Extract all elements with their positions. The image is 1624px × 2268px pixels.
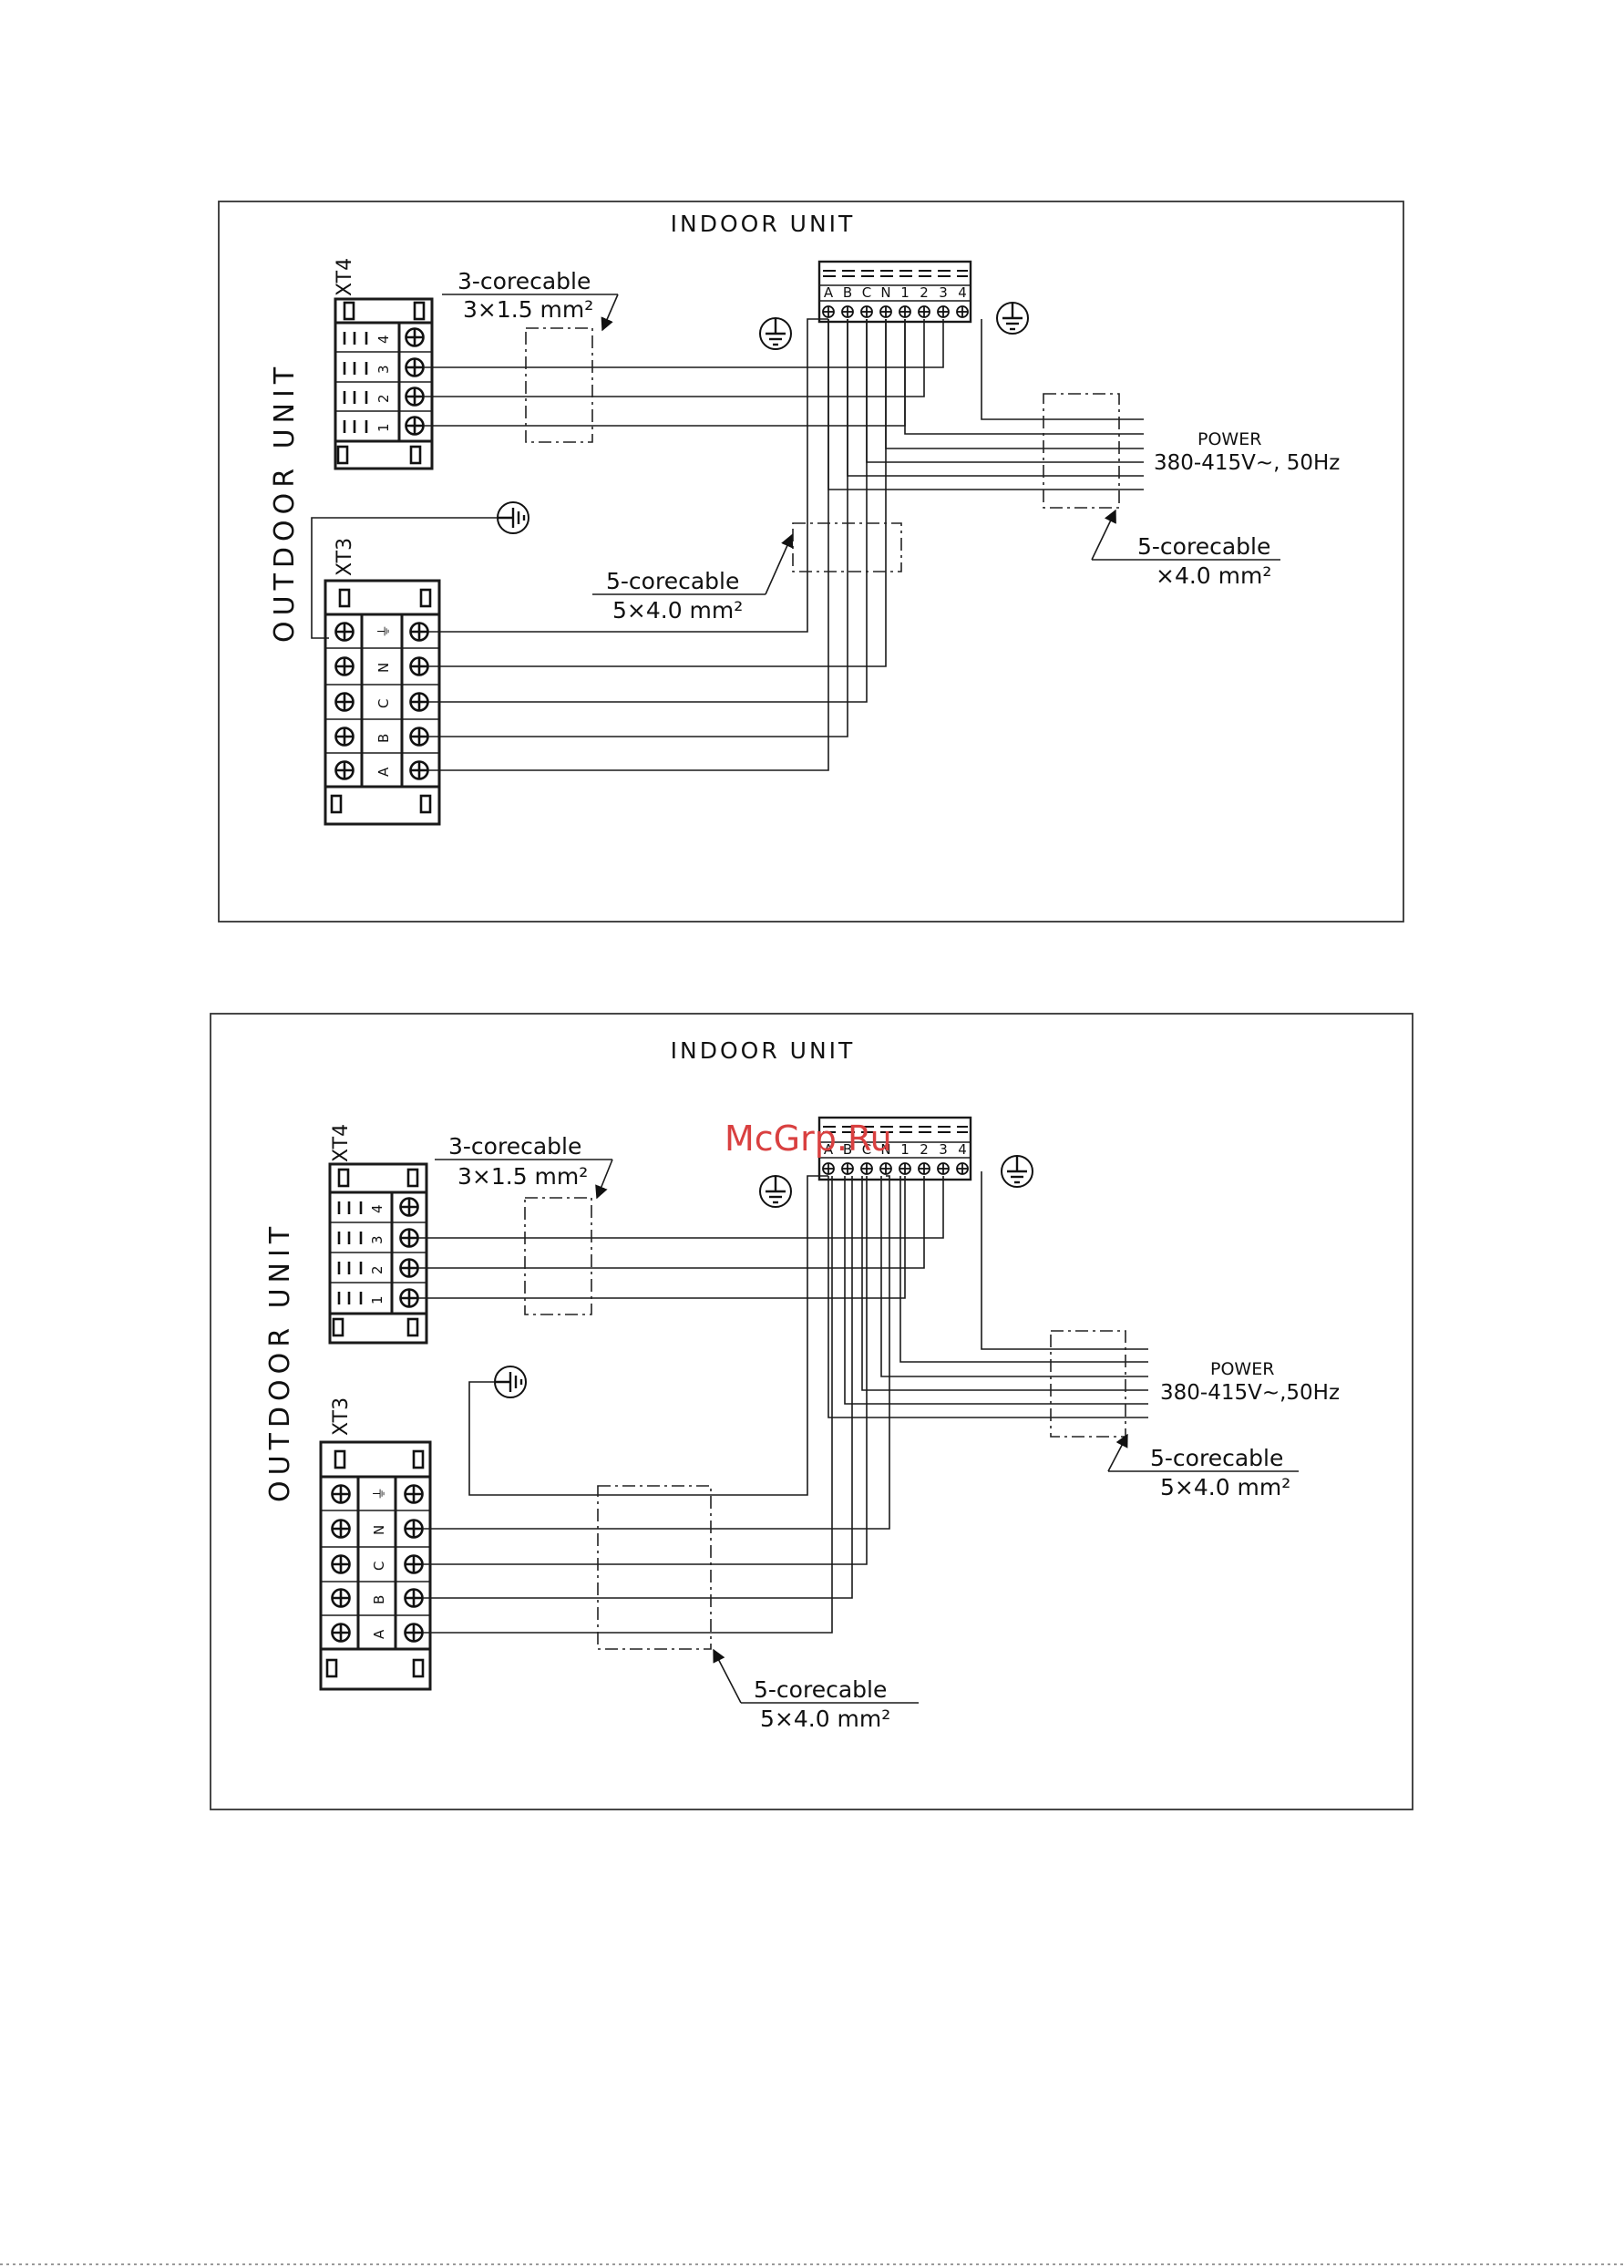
diagram-2-frame — [210, 1013, 1413, 1810]
xt3-terminal-n: N — [375, 663, 392, 673]
diagram-1-frame — [218, 201, 1404, 923]
indoor-terminal-b: B — [843, 284, 852, 301]
power-label: POWER — [1210, 1359, 1274, 1379]
diagram-1: INDOOR UNIT OUTDOOR UNIT XT4 4 — [218, 201, 1404, 923]
power-spec: 380-415V~, 50Hz — [1154, 451, 1340, 475]
xt3-terminal-b: B — [371, 1595, 387, 1604]
ground-icon — [758, 316, 793, 351]
xt3-terminal-n: N — [371, 1525, 387, 1535]
xt4-terminal-3: 3 — [375, 365, 392, 374]
indoor-terminal-strip: A B C N 1 2 3 4 — [817, 1116, 972, 1181]
main-cable-label: 5-corecable 5×4.0 mm² — [713, 1648, 919, 1732]
signal-cable-spec: 3×1.5 mm² — [463, 296, 593, 323]
xt4-terminal-block: 4 3 2 1 — [334, 297, 434, 470]
main-cable-label: 5-corecable 5×4.0 mm² — [592, 533, 794, 624]
xt4-label: XT4 — [330, 1124, 353, 1162]
xt3-terminal-c: C — [371, 1562, 387, 1571]
xt3-terminal-a: A — [375, 767, 392, 777]
power-cable-spec: ×4.0 mm² — [1156, 562, 1271, 589]
indoor-unit-title: INDOOR UNIT — [671, 211, 856, 237]
indoor-terminal-4: 4 — [958, 1141, 967, 1158]
signal-cable-label: 3-corecable 3×1.5 mm² — [442, 268, 619, 332]
indoor-terminal-c: C — [862, 284, 871, 301]
main-cable-spec: 5×4.0 mm² — [612, 597, 743, 624]
indoor-terminal-2: 2 — [920, 284, 929, 301]
signal-cable-marker — [525, 327, 593, 443]
ground-icon — [758, 1174, 793, 1209]
xt4-terminal-2: 2 — [369, 1265, 385, 1274]
indoor-unit-title: INDOOR UNIT — [671, 1037, 856, 1064]
signal-cable-name: 3-corecable — [457, 268, 591, 294]
indoor-terminal-2: 2 — [920, 1141, 929, 1158]
xt4-terminal-1: 1 — [369, 1295, 385, 1304]
xt4-terminal-4: 4 — [375, 335, 392, 344]
power-label: POWER — [1197, 429, 1261, 449]
indoor-terminal-n: N — [880, 1141, 890, 1158]
diagram-2: INDOOR UNIT OUTDOOR UNIT XT4 4 — [210, 1013, 1413, 1810]
indoor-terminal-a: A — [824, 1141, 834, 1158]
xt4-terminal-block: 4 3 2 1 — [328, 1162, 428, 1345]
power-cable-marker — [1050, 1330, 1126, 1438]
xt3-label: XT3 — [330, 1397, 353, 1436]
ground-icon — [493, 1365, 528, 1399]
xt3-terminal-a: A — [371, 1629, 387, 1639]
xt3-terminal-block: ⏚ N C B A — [319, 1440, 432, 1691]
main-cable-name: 5-corecable — [606, 568, 739, 594]
indoor-terminal-4: 4 — [958, 284, 967, 301]
signal-cable-spec: 3×1.5 mm² — [457, 1163, 588, 1190]
wiring-lines — [418, 1171, 1148, 1634]
indoor-terminal-3: 3 — [939, 1141, 948, 1158]
xt3-terminal-c: C — [375, 699, 392, 708]
power-cable-label: 5-corecable ×4.0 mm² — [1091, 509, 1280, 589]
indoor-terminal-strip: A B C N 1 2 3 4 — [817, 260, 972, 324]
watermark-text: McGrp.Ru — [725, 1119, 892, 1159]
xt3-terminal-ground: ⏚ — [375, 624, 392, 638]
indoor-terminal-c: C — [862, 1141, 871, 1158]
outdoor-unit-title: OUTDOOR UNIT — [264, 1222, 296, 1502]
xt4-label: XT4 — [334, 258, 356, 296]
power-cable-spec: 5×4.0 mm² — [1160, 1474, 1290, 1500]
power-cable-name: 5-corecable — [1137, 533, 1270, 560]
power-cable-label: 5-corecable 5×4.0 mm² — [1107, 1433, 1299, 1500]
xt3-label: XT3 — [334, 538, 356, 576]
xt3-terminal-b: B — [375, 734, 392, 743]
xt4-terminal-3: 3 — [369, 1235, 385, 1244]
xt4-terminal-2: 2 — [375, 394, 392, 403]
indoor-terminal-n: N — [880, 284, 890, 301]
main-cable-marker — [597, 1485, 712, 1650]
ground-icon — [995, 301, 1030, 335]
indoor-terminal-1: 1 — [900, 284, 910, 301]
main-cable-spec: 5×4.0 mm² — [760, 1706, 890, 1732]
ground-icon — [1000, 1154, 1034, 1189]
indoor-terminal-3: 3 — [939, 284, 948, 301]
signal-cable-label: 3-corecable 3×1.5 mm² — [435, 1133, 613, 1200]
xt3-terminal-ground: ⏚ — [371, 1487, 387, 1500]
outdoor-unit-title: OUTDOOR UNIT — [269, 362, 301, 643]
power-cable-name: 5-corecable — [1150, 1445, 1283, 1471]
indoor-terminal-1: 1 — [900, 1141, 910, 1158]
power-spec: 380-415V~,50Hz — [1160, 1381, 1340, 1405]
power-cable-marker — [1043, 393, 1120, 509]
ground-icon — [496, 500, 530, 535]
xt3-terminal-block: ⏚ N C B A — [324, 579, 441, 826]
xt4-terminal-1: 1 — [375, 423, 392, 432]
signal-cable-name: 3-corecable — [448, 1133, 581, 1160]
indoor-terminal-a: A — [824, 284, 834, 301]
wiring-lines — [311, 318, 1144, 771]
main-cable-name: 5-corecable — [754, 1676, 887, 1703]
indoor-terminal-b: B — [843, 1141, 852, 1158]
xt4-terminal-4: 4 — [369, 1204, 385, 1213]
signal-cable-marker — [524, 1197, 592, 1315]
